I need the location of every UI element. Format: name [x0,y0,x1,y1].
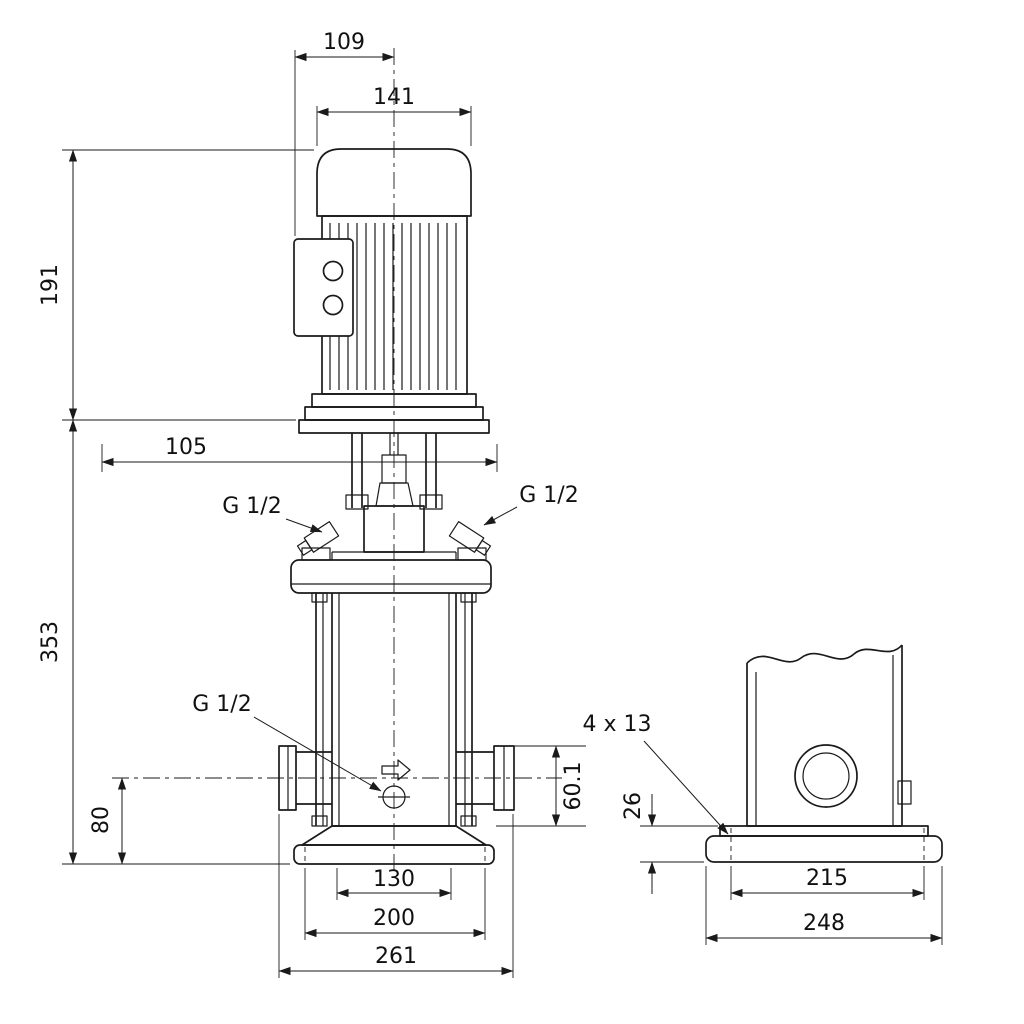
dimensions: 109 141 191 353 105 80 60.1 4 x 13 [38,30,943,978]
dim-215-label: 215 [806,866,848,891]
g12-right-label: G 1/2 [519,483,578,508]
dim-holes-label: 4 x 13 [583,712,652,737]
dim-141-label: 141 [373,85,415,110]
motor-fins [329,223,457,390]
dim-200-label: 200 [373,906,415,931]
dim-353-label: 353 [38,621,63,663]
side-port-outer [794,744,858,808]
dim-26-label: 26 [621,792,646,820]
dim-109-label: 109 [323,30,365,55]
head-flange [290,559,492,594]
nameplate [897,780,912,805]
side-base [705,825,943,863]
cable-entry-hole [322,294,344,316]
break-line [746,644,903,664]
dim-248-label: 248 [803,911,845,936]
cable-entry-hole [322,260,344,282]
motor-cap [316,148,472,217]
vent-plug-right [448,521,492,556]
g12-drain-label: G 1/2 [192,692,251,717]
side-view [705,644,943,863]
dim-105-label: 105 [165,435,207,460]
g12-left-label: G 1/2 [222,494,281,519]
dim-130-label: 130 [373,867,415,892]
flow-direction-arrow [381,759,411,781]
dim-80-label: 80 [89,806,114,834]
dim-261-label: 261 [375,944,417,969]
dim-191-label: 191 [38,264,63,306]
dim-60-1-label: 60.1 [561,762,586,811]
front-view [278,148,515,865]
pump-head [290,505,492,594]
terminal-box [293,238,354,337]
side-port-inner [802,752,850,800]
motor-stool [345,433,443,510]
